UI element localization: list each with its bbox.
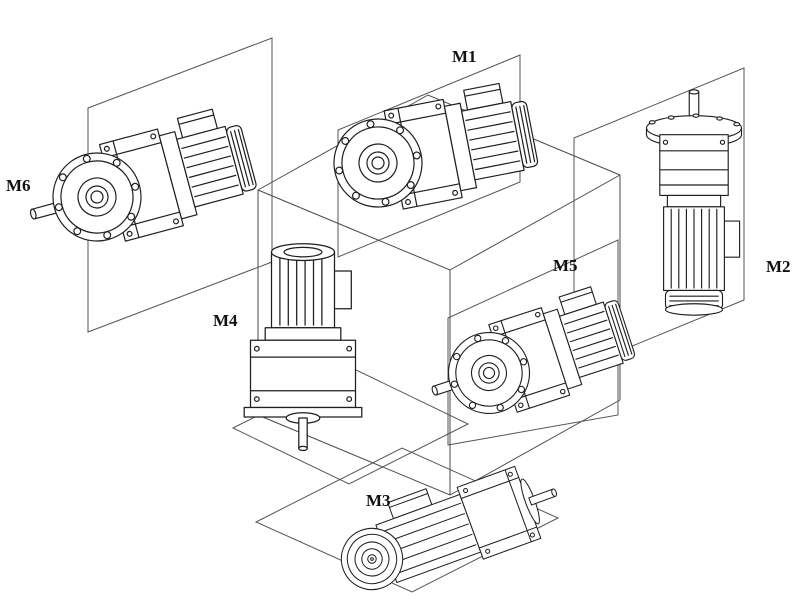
gearmotor-m6: [29, 102, 263, 258]
gearmotor-m4: [243, 243, 363, 452]
label-m2: M2: [766, 257, 791, 276]
label-m5: M5: [553, 256, 578, 275]
label-m4: M4: [213, 311, 238, 330]
output-shaft-m3: [520, 478, 558, 525]
label-m3: M3: [366, 491, 391, 510]
output-shaft-m6: [29, 202, 59, 220]
reference-cube: [257, 94, 621, 496]
gearmotor-m1: [323, 78, 543, 222]
label-m1: M1: [452, 47, 477, 66]
output-shaft-m4: [285, 412, 321, 452]
label-m6: M6: [6, 176, 31, 195]
mounting-plane-m5: [447, 239, 619, 446]
mounting-plane-m1: [337, 54, 521, 258]
gearmotor-m2: [645, 89, 743, 316]
gearmotor-m5: [431, 279, 642, 430]
gearmotor-m3: [340, 465, 558, 591]
